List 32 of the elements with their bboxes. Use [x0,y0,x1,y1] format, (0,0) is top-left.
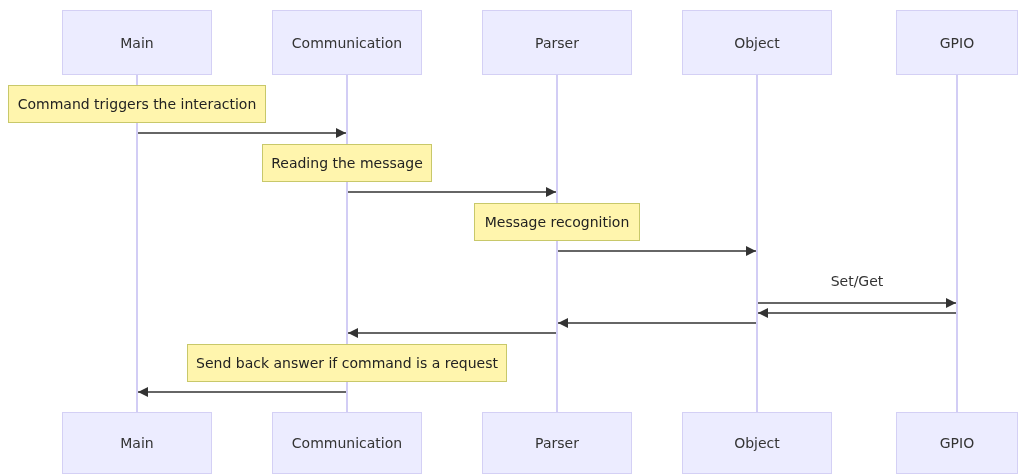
note-box: Message recognition [474,203,640,241]
lifeline [136,123,138,412]
note-box: Send back answer if command is a request [187,344,507,382]
participant-box: Communication [272,412,422,474]
participant-box: Object [682,412,832,474]
lifeline [956,75,958,412]
participant-box: Main [62,412,212,474]
lifeline [346,182,348,344]
message-arrow [557,246,757,256]
lifeline [346,382,348,412]
lifeline [756,75,758,412]
lifeline [556,75,558,203]
participant-box: Parser [482,10,632,75]
message-arrow [557,318,757,328]
message-arrow [757,308,957,318]
message-arrow [757,298,957,308]
participant-box: GPIO [896,10,1018,75]
message-arrow [137,128,347,138]
lifeline [346,75,348,144]
participant-box: Parser [482,412,632,474]
message-arrow [347,187,557,197]
message-arrow [347,328,557,338]
message-arrow [137,387,347,397]
participant-box: GPIO [896,412,1018,474]
lifeline [556,241,558,412]
lifeline [136,75,138,85]
note-box: Command triggers the interaction [8,85,266,123]
note-box: Reading the message [262,144,432,182]
edge-label: Set/Get [828,273,886,289]
participant-box: Main [62,10,212,75]
participant-box: Communication [272,10,422,75]
participant-box: Object [682,10,832,75]
